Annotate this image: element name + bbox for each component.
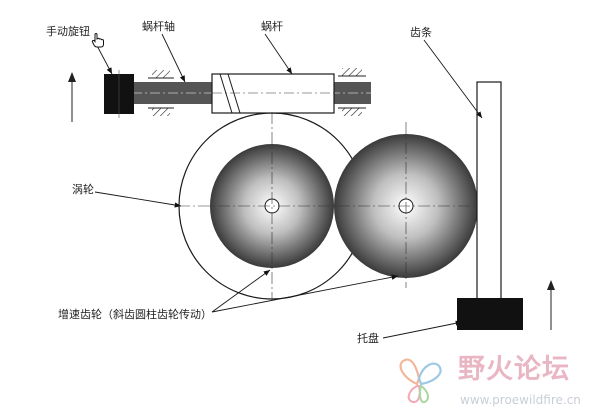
label-manual-knob: 手动旋钮: [46, 25, 90, 38]
label-tray: 托盘: [357, 332, 379, 345]
worm: [211, 73, 335, 114]
watermark-title: 野火论坛: [458, 354, 570, 385]
butterfly-logo-icon: [399, 358, 442, 404]
left-up-arrow-icon: [68, 72, 76, 122]
leader-lines: [93, 33, 483, 339]
label-worm: 蜗杆: [261, 20, 283, 33]
bearing-right: [338, 68, 366, 116]
label-worm-shaft: 蜗杆轴: [142, 20, 175, 33]
label-speed-gear: 增速齿轮（斜齿圆柱齿轮传动）: [58, 308, 212, 321]
bearing-left: [148, 70, 174, 116]
tray: [457, 298, 523, 330]
manual-knob: [104, 70, 134, 118]
watermark-url: www.proewildfire.cn: [460, 393, 581, 407]
right-up-arrow-icon: [547, 280, 555, 330]
center-lines: [178, 112, 485, 300]
label-rack: 齿条: [410, 26, 432, 39]
label-worm-wheel: 涡轮: [72, 183, 94, 196]
hand-pointer-icon: [91, 32, 104, 48]
rack: [476, 81, 502, 301]
